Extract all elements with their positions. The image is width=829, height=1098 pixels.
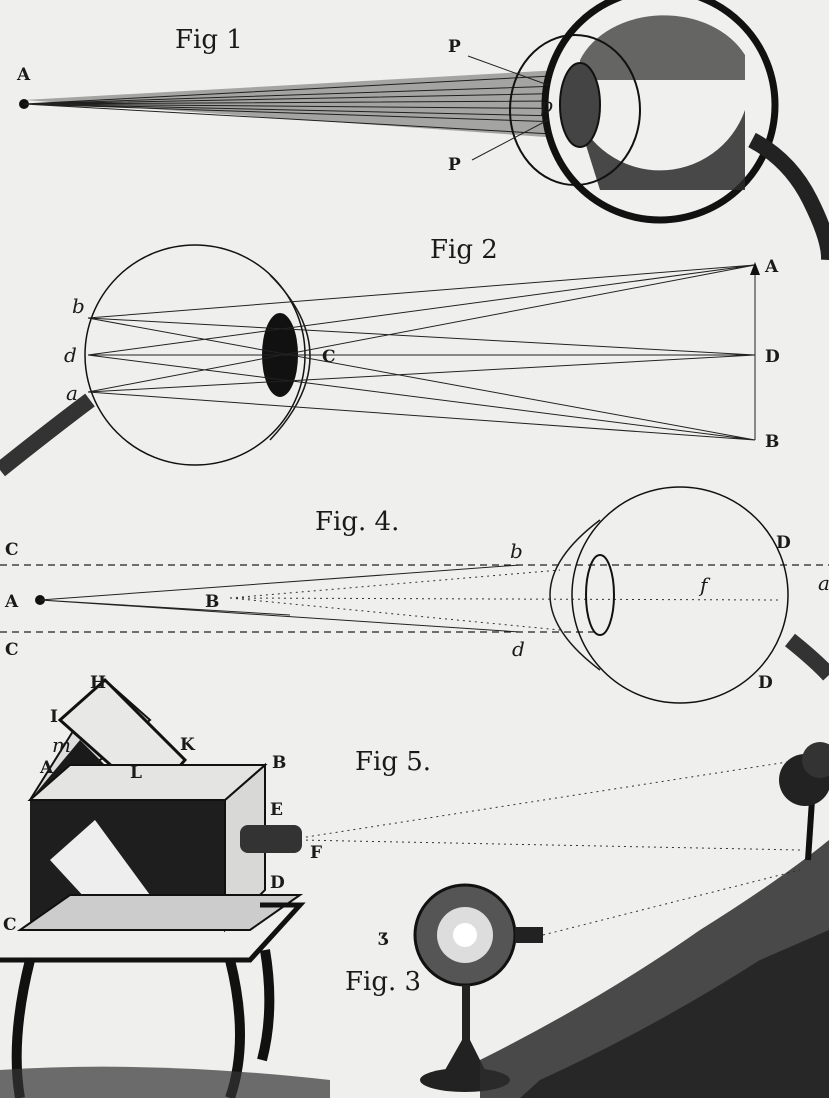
figure-3-scioptic-ball: Fig. 3 Ʒ [345, 869, 801, 1092]
fig2-label-C: C [322, 347, 336, 367]
fig2-optic-nerve [0, 393, 95, 477]
fig5-label-K: K [180, 735, 196, 755]
figure-1: Fig 1 A P p P [16, 0, 829, 261]
figure-4: Fig. 4. C C A B b d D D f a [0, 486, 829, 704]
fig4-label-f: f [698, 573, 711, 597]
fig4-label-d: d [512, 637, 525, 661]
fig5-label-D: D [270, 873, 285, 893]
fig3-label-G: Ʒ [378, 930, 389, 950]
fig4-label-A: A [4, 592, 19, 612]
fig5-label-F: F [310, 843, 322, 863]
fig2-label-B: B [765, 432, 779, 452]
fig5-label-A: A [39, 758, 54, 778]
camera-lens-tube [240, 825, 302, 853]
fig2-label-d: d [64, 343, 77, 367]
fig4-eyeball [571, 486, 789, 704]
fig1-rays [23, 74, 741, 136]
fig4-label-a: a [818, 571, 829, 595]
fig2-title: Fig 2 [430, 235, 498, 265]
fig5-label-L: L [130, 763, 142, 783]
fig1-label-P-top: P [448, 37, 461, 57]
fig4-label-D-top: D [776, 533, 791, 553]
fig5-label-m: m [52, 733, 71, 757]
fig2-rays [87, 264, 756, 441]
fig4-label-C-top: C [5, 540, 19, 560]
fig1-label-p: p [540, 93, 553, 117]
fig2-label-a: a [66, 381, 78, 405]
fig5-label-B: B [272, 753, 286, 773]
fig2-label-D: D [765, 347, 780, 367]
fig1-eyeball [509, 0, 829, 261]
figure-2: Fig 2 b d a C A D B [0, 235, 780, 477]
fig1-label-P-bottom: P [448, 155, 461, 175]
fig1-label-A: A [16, 65, 31, 85]
fig2-label-b: b [72, 294, 85, 318]
fig5-label-H: H [90, 673, 106, 693]
fig4-label-D-bottom: D [758, 673, 773, 693]
fig1-title: Fig 1 [175, 25, 243, 55]
fig5-title: Fig 5. [355, 747, 431, 777]
fig3-title: Fig. 3 [345, 967, 421, 997]
landscape-with-tree [0, 742, 829, 1098]
fig5-label-I: I [50, 707, 58, 727]
fig4-label-C-bottom: C [5, 640, 19, 660]
fig2-label-A: A [764, 257, 779, 277]
fig5-label-C: C [3, 915, 17, 935]
fig4-label-b: b [510, 539, 523, 563]
fig4-label-B: B [205, 592, 219, 612]
fig4-title: Fig. 4. [315, 507, 399, 537]
fig5-label-E: E [270, 800, 283, 820]
